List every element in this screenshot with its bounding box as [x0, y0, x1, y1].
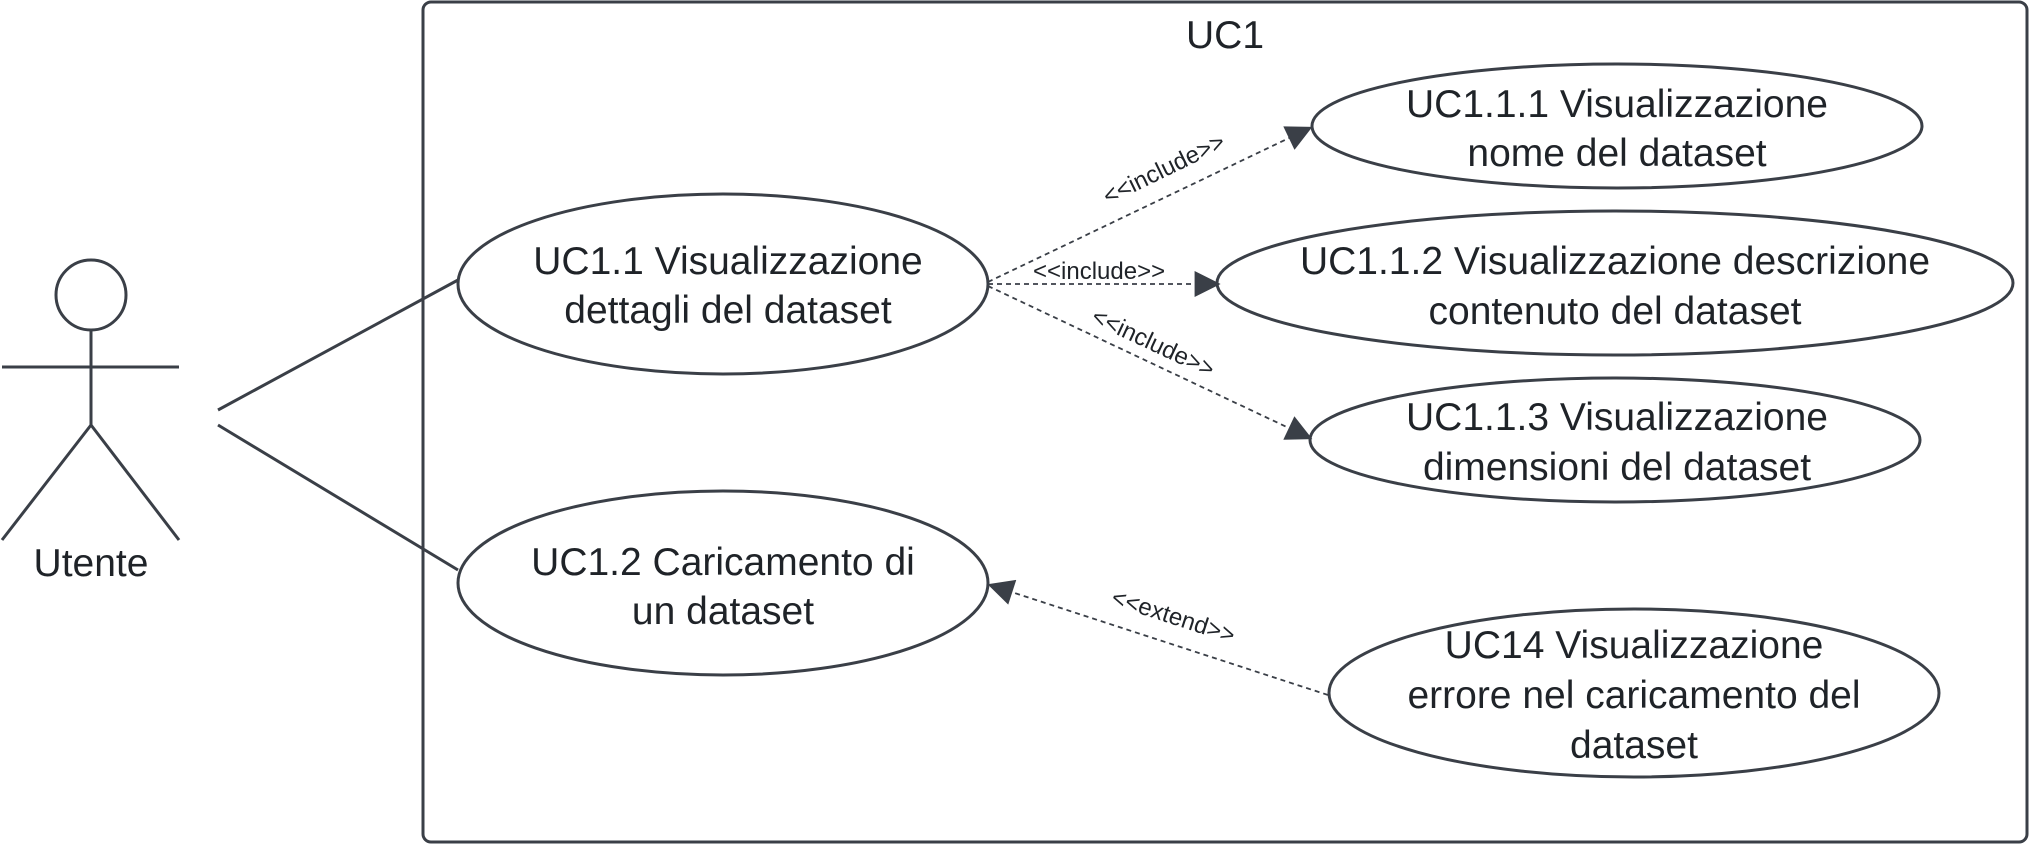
actor-utente[interactable]: Utente: [0, 258, 181, 585]
use-case-uc1-1-1-line2: nome del dataset: [1467, 132, 1766, 175]
use-case-uc1-1-1-ellipse: [1310, 62, 1924, 190]
use-case-uc1-1-3-line1: UC1.1.3 Visualizzazione: [1406, 396, 1828, 439]
use-case-uc1-2[interactable]: UC1.2 Caricamento di un dataset: [456, 489, 990, 677]
use-case-uc1-1-1[interactable]: UC1.1.1 Visualizzazione nome del dataset: [1310, 62, 1924, 190]
use-case-uc14-ellipse: [1327, 607, 1941, 779]
association-uc1-1: [217, 278, 459, 412]
use-case-uc14[interactable]: UC14 Visualizzazione errore nel caricame…: [1327, 607, 1941, 779]
include-label-1: <<include>>: [1099, 128, 1230, 210]
use-case-uc1-1-3-ellipse: [1308, 376, 1922, 504]
use-case-uc1-1[interactable]: UC1.1 Visualizzazione dettagli del datas…: [456, 192, 990, 376]
use-case-uc1-1-1-line1: UC1.1.1 Visualizzazione: [1406, 83, 1828, 126]
actor-head: [54, 258, 128, 332]
use-case-uc1-2-line2: un dataset: [632, 590, 814, 633]
use-case-uc14-line2: errore nel caricamento del: [1407, 674, 1860, 717]
use-case-uc1-2-line1: UC1.2 Caricamento di: [531, 541, 915, 584]
use-case-uc1-1-2[interactable]: UC1.1.2 Visualizzazione descrizione cont…: [1215, 209, 2015, 357]
use-case-uc14-line1: UC14 Visualizzazione: [1445, 624, 1824, 667]
system-title: UC1: [1186, 14, 1264, 57]
use-case-uc1-1-2-line2: contenuto del dataset: [1429, 290, 1802, 333]
actor-name: Utente: [34, 542, 149, 585]
use-case-uc1-1-2-line1: UC1.1.2 Visualizzazione descrizione: [1300, 240, 1930, 283]
use-case-uc1-1-3[interactable]: UC1.1.3 Visualizzazione dimensioni del d…: [1308, 376, 1922, 504]
use-case-uc1-1-2-ellipse: [1215, 209, 2015, 357]
extend-label-1: <<extend>>: [1108, 584, 1238, 649]
include-label-3: <<include>>: [1087, 303, 1218, 383]
association-uc1-2: [217, 423, 459, 572]
use-case-uc1-1-line1: UC1.1 Visualizzazione: [533, 240, 923, 283]
actor-right-leg: [89, 424, 181, 541]
include-arrow-1: [987, 126, 1313, 283]
use-case-uc14-line3: dataset: [1570, 724, 1698, 767]
system-boundary: [421, 0, 2029, 844]
include-arrow-3: [987, 285, 1313, 440]
use-case-uc1-1-3-line2: dimensioni del dataset: [1423, 446, 1811, 489]
actor-left-leg: [0, 424, 93, 541]
include-label-2: <<include>>: [1033, 258, 1165, 285]
use-case-uc1-1-ellipse: [456, 192, 990, 376]
use-case-uc1-2-ellipse: [456, 489, 990, 677]
use-case-uc1-1-line2: dettagli del dataset: [564, 289, 892, 332]
